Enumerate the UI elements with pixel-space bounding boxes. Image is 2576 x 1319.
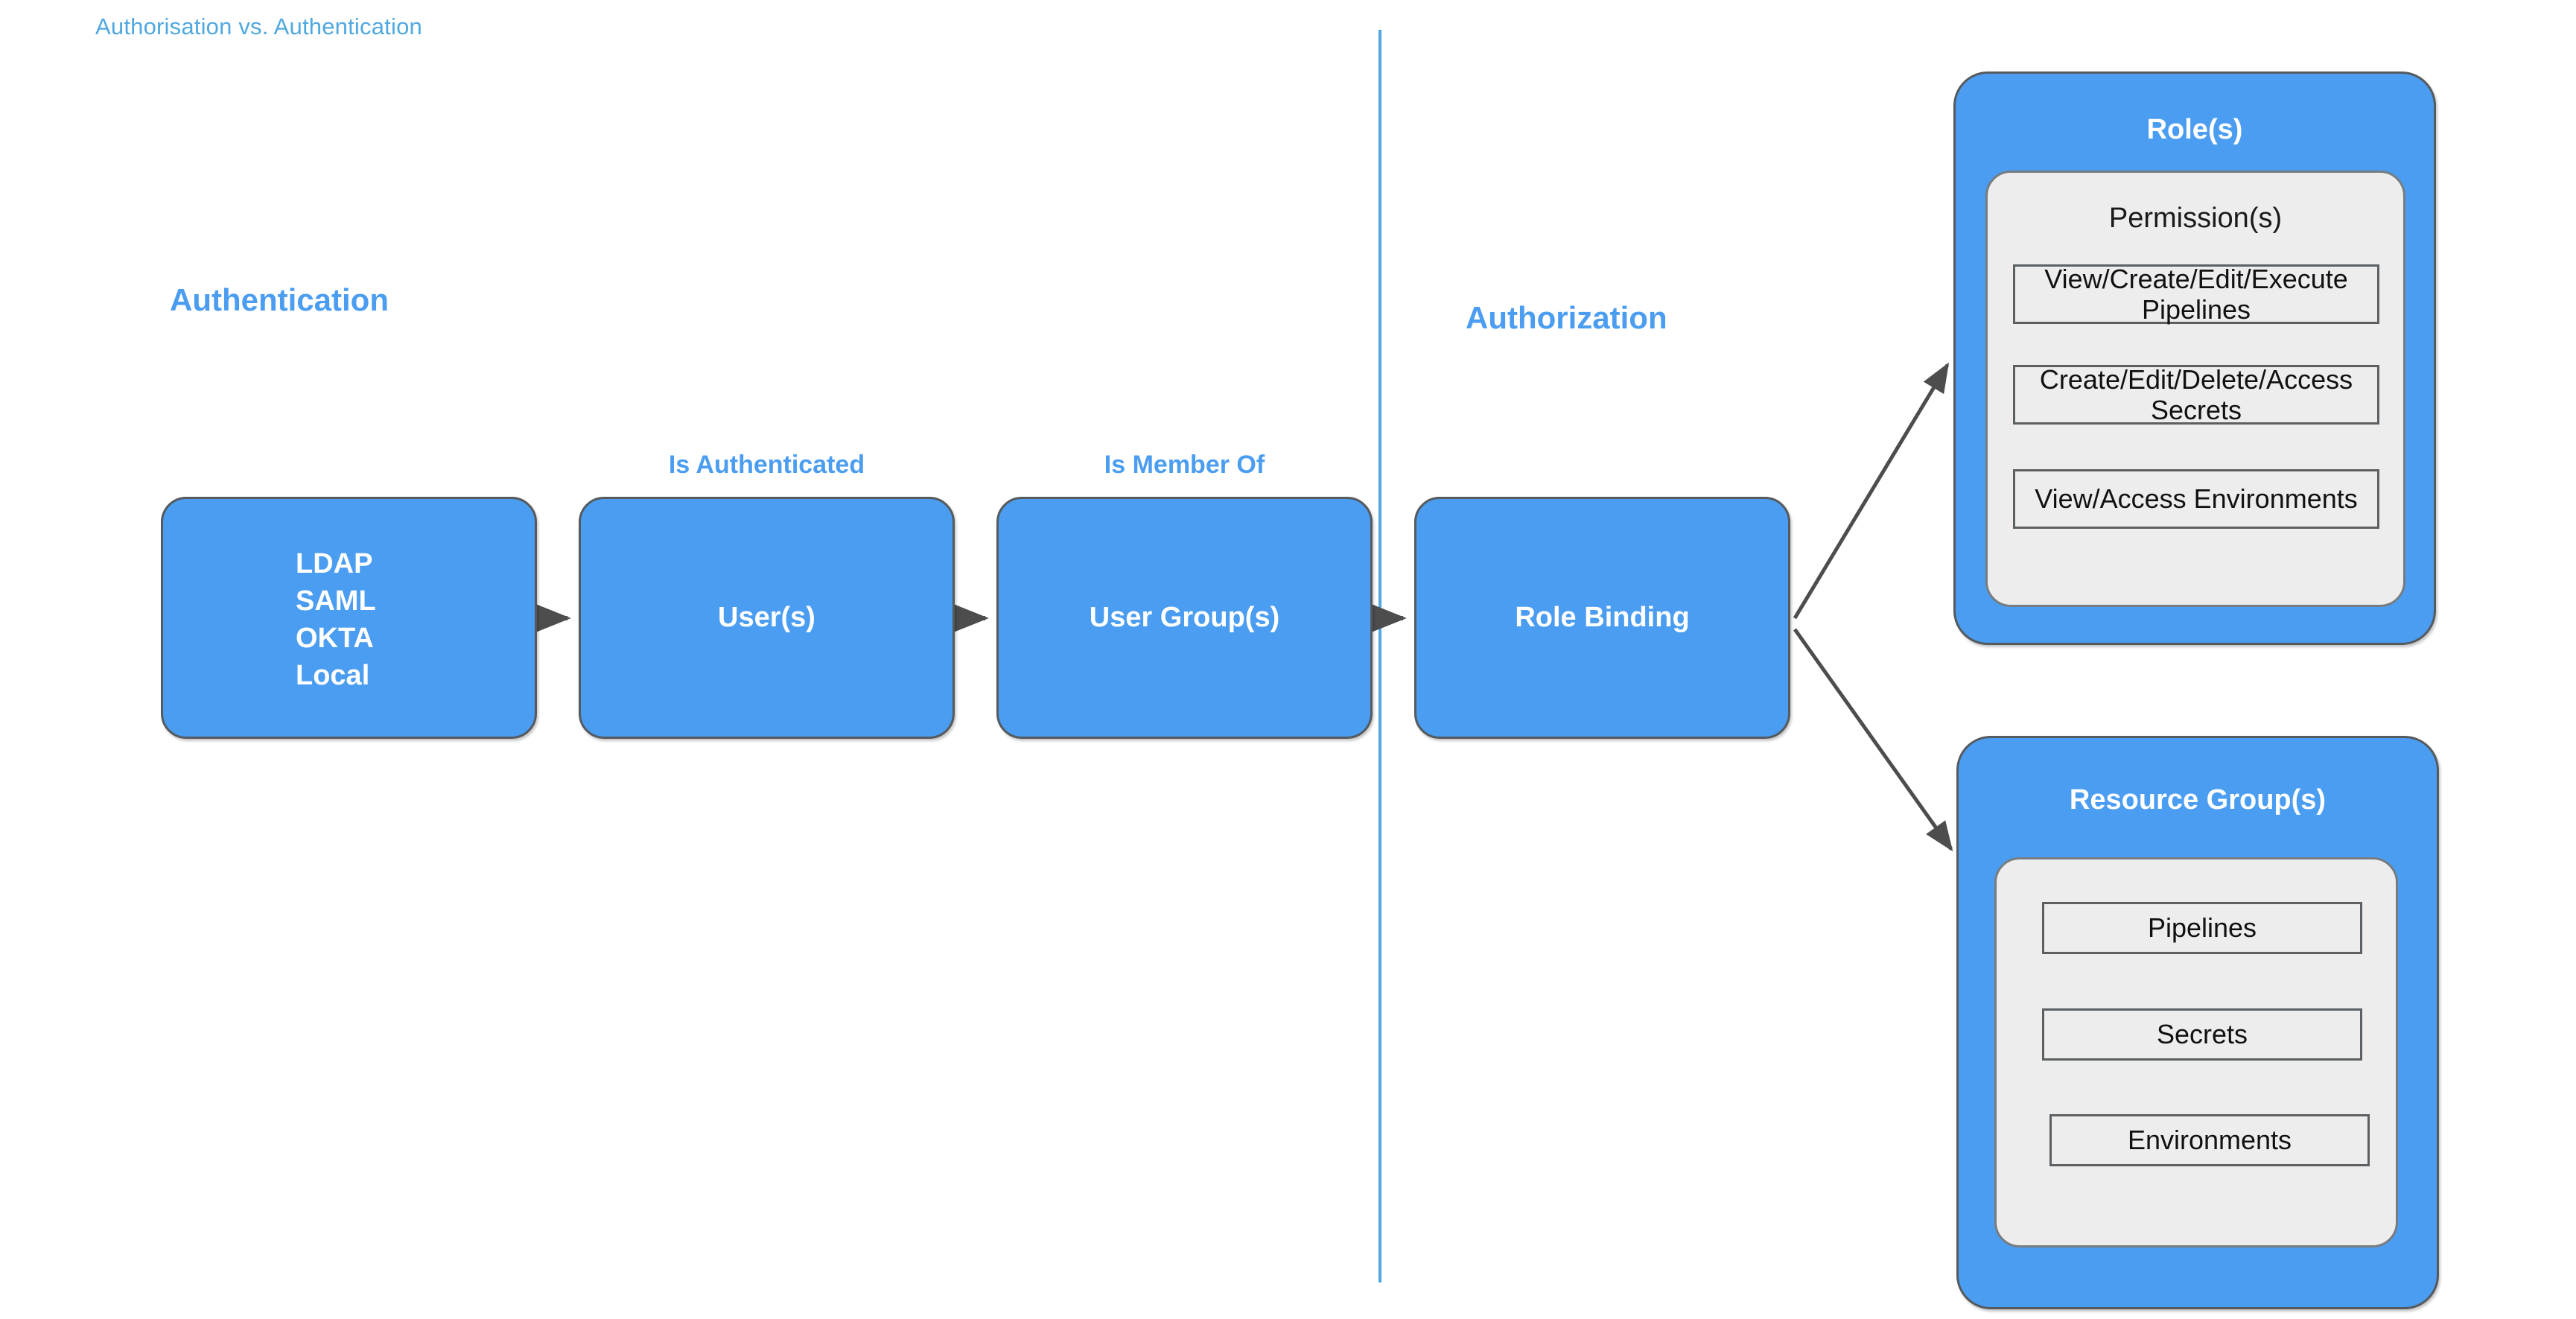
auth-method-ldap: LDAP: [296, 548, 373, 579]
permission-item-environments[interactable]: View/Access Environments: [2013, 469, 2379, 529]
panel-roles[interactable]: Role(s) Permission(s): [1953, 71, 2436, 645]
panel-roles-title: Role(s): [2146, 114, 2243, 145]
box-users[interactable]: User(s): [579, 497, 955, 739]
arrow-rolebinding-to-roles: [1793, 362, 1950, 620]
permissions-title: Permission(s): [2108, 203, 2283, 234]
resource-item-secrets[interactable]: Secrets: [2042, 1008, 2362, 1061]
box-role-binding-label: Role Binding: [1515, 602, 1690, 633]
box-user-groups[interactable]: User Group(s): [996, 497, 1373, 739]
section-heading-authentication: Authentication: [170, 282, 389, 317]
resource-item-pipelines[interactable]: Pipelines: [2042, 902, 2362, 954]
box-role-binding[interactable]: Role Binding: [1414, 497, 1790, 739]
auth-method-okta: OKTA: [296, 623, 374, 655]
edge-label-is-authenticated: Is Authenticated: [668, 451, 865, 479]
section-heading-authorization: Authorization: [1466, 300, 1667, 335]
arrow-rolebinding-to-resourcegroups: [1793, 628, 1953, 852]
box-users-label: User(s): [718, 602, 815, 633]
auth-method-saml: SAML: [296, 585, 376, 617]
panel-resource-groups-title: Resource Group(s): [2069, 784, 2327, 816]
box-user-groups-label: User Group(s): [1089, 602, 1280, 633]
authn-authz-divider: [1378, 30, 1381, 1283]
resource-item-environments[interactable]: Environments: [2049, 1114, 2370, 1166]
auth-method-local: Local: [296, 660, 370, 692]
box-auth-methods[interactable]: LDAP SAML OKTA Local: [161, 497, 537, 739]
edge-label-is-member-of: Is Member Of: [1104, 451, 1265, 479]
permission-item-pipelines[interactable]: View/Create/Edit/Execute Pipelines: [2013, 264, 2379, 325]
page-title: Authorisation vs. Authentication: [95, 13, 422, 39]
permission-item-secrets[interactable]: Create/Edit/Delete/Access Secrets: [2013, 364, 2379, 425]
